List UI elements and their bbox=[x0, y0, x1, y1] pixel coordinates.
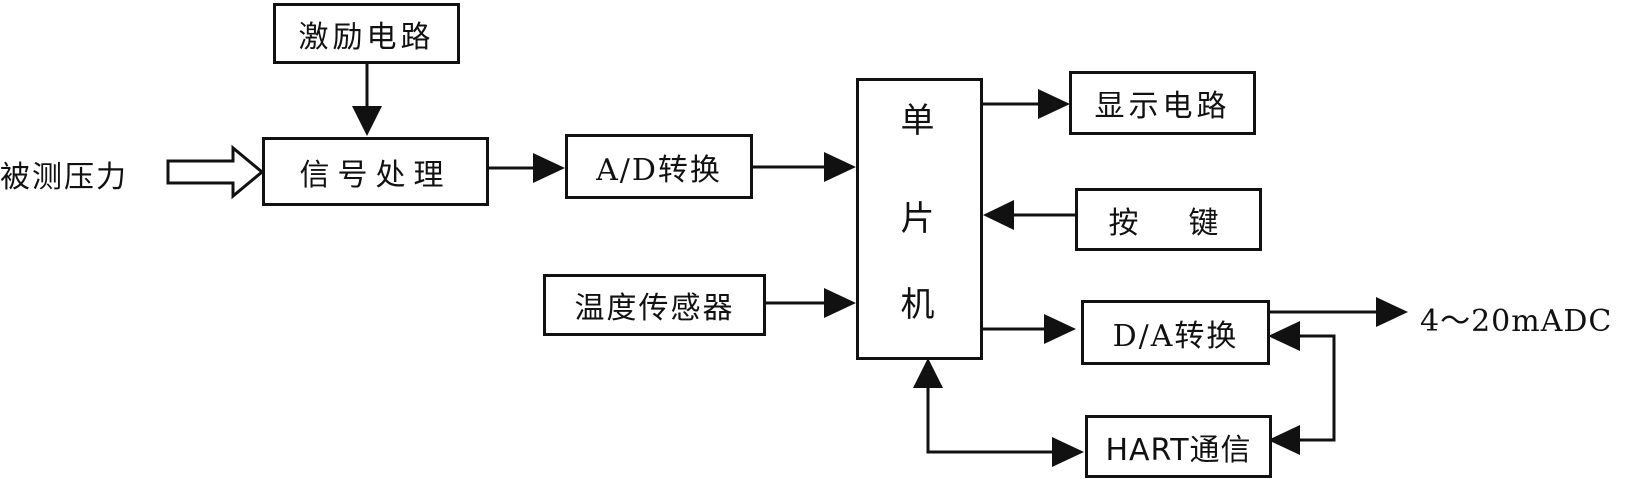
da-converter-box: D/A转换 bbox=[1081, 300, 1270, 365]
arrowhead-excitation bbox=[352, 106, 382, 136]
arrowhead-temp-mcu bbox=[824, 288, 856, 318]
ad-converter-box: A/D转换 bbox=[565, 134, 753, 199]
signal-processing-box: 信号处理 bbox=[262, 137, 489, 206]
output-label: 4～20mADC bbox=[1420, 304, 1613, 339]
arrowhead-mcu-da bbox=[1044, 314, 1076, 344]
arrowhead-to-hart bbox=[1268, 425, 1300, 455]
arrowhead-ad-mcu bbox=[824, 152, 856, 182]
link-hart-da bbox=[1297, 334, 1336, 442]
arrowhead-output bbox=[1376, 297, 1408, 327]
keys-box: 按 键 bbox=[1075, 188, 1262, 251]
input-arrow bbox=[166, 144, 265, 200]
arrowhead-mcu-hart bbox=[1052, 437, 1084, 467]
input-label: 被测压力 bbox=[0, 160, 128, 195]
display-circuit-box: 显示电路 bbox=[1069, 71, 1256, 135]
arrowhead-signal-ad bbox=[533, 153, 565, 183]
arrowhead-hart-mcu bbox=[913, 358, 943, 388]
mcu-char-2: 片 bbox=[900, 199, 939, 239]
arrowhead-keys-mcu bbox=[983, 200, 1014, 230]
temperature-sensor-box: 温度传感器 bbox=[543, 274, 766, 336]
mcu-char-3: 机 bbox=[900, 285, 939, 325]
arrowhead-mcu-display bbox=[1038, 89, 1070, 119]
link-mcu-hart bbox=[926, 385, 1054, 454]
mcu-box: 单 片 机 bbox=[856, 78, 983, 360]
arrowhead-to-da bbox=[1268, 321, 1300, 351]
excitation-circuit-box: 激励电路 bbox=[273, 3, 460, 64]
mcu-char-1: 单 bbox=[900, 101, 939, 141]
hart-communication-box: HART通信 bbox=[1085, 415, 1272, 478]
